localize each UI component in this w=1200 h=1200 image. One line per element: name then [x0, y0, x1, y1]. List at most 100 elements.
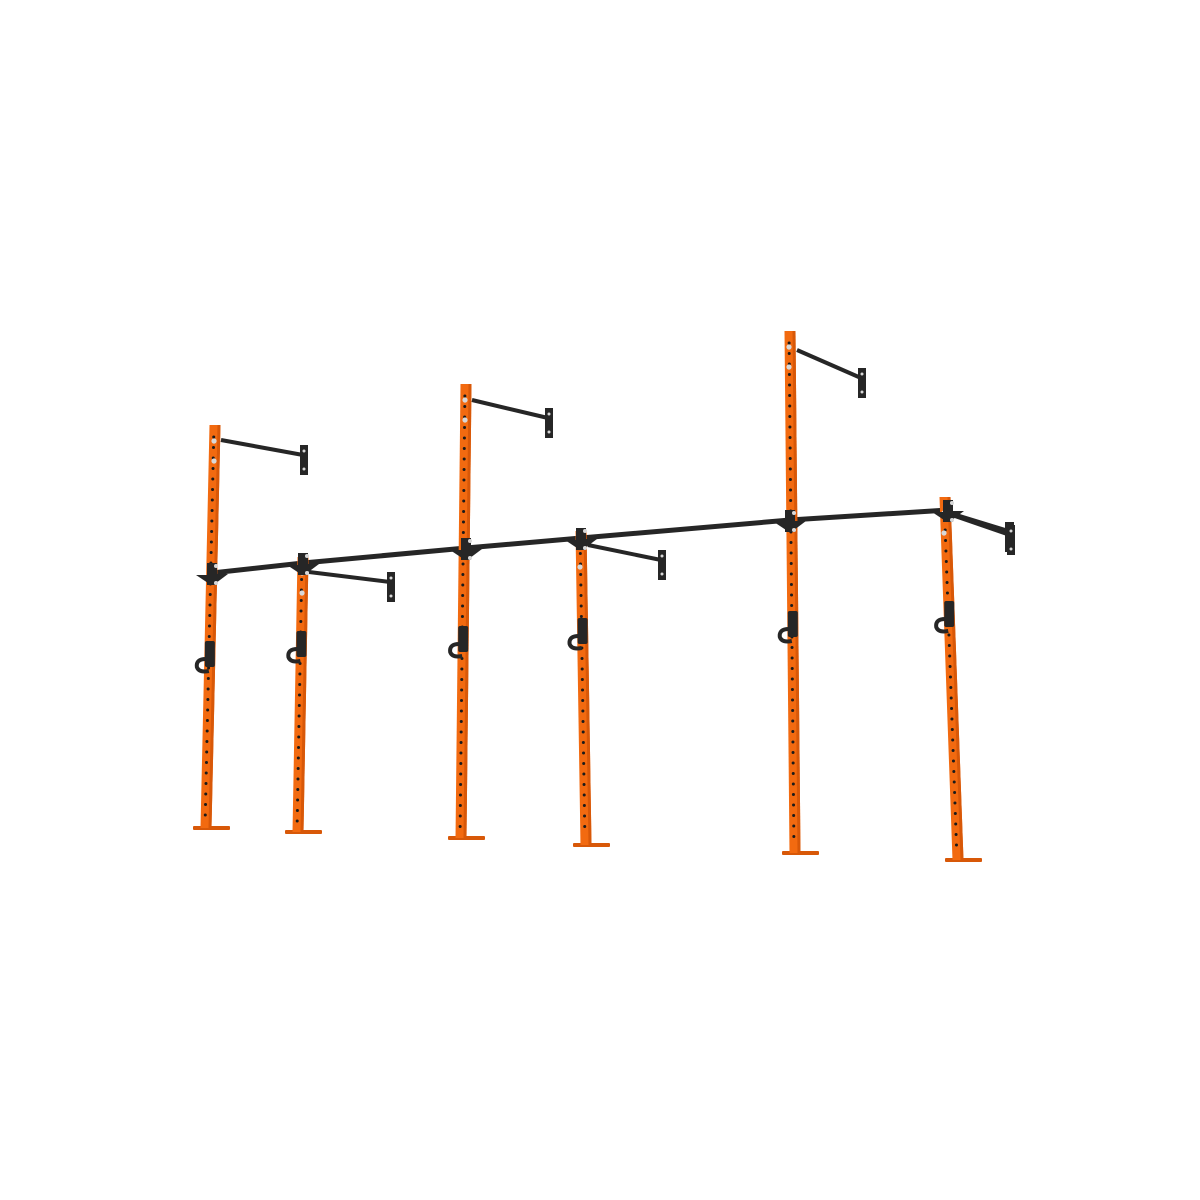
upright-hole [579, 594, 583, 597]
upright-hole [789, 551, 793, 555]
upright-hole [582, 762, 586, 765]
clamp-gusset [565, 540, 577, 548]
upright-hole [579, 583, 583, 587]
upright-hole [581, 741, 585, 744]
upright-hole [211, 467, 215, 470]
upright-hole [458, 793, 462, 797]
upright-hole [790, 593, 794, 597]
upright-hole [460, 699, 464, 702]
upright-hole [300, 578, 304, 581]
upright-hole [299, 599, 303, 602]
upright-hole [462, 499, 466, 503]
bolt [860, 390, 864, 394]
upright-hole [787, 352, 791, 355]
upright-hole [948, 675, 952, 679]
upright-1 [193, 425, 230, 830]
upright-hole [462, 457, 466, 461]
clamp-gusset [216, 574, 228, 583]
upright-hole [788, 467, 792, 471]
wall-arm [471, 398, 549, 420]
upright-hole [791, 761, 795, 765]
upright-hole [580, 678, 584, 681]
upright-hole [460, 678, 464, 681]
upright-hole [297, 714, 301, 718]
wall-arm [796, 348, 862, 380]
bar-clamp [576, 528, 586, 550]
upright-hole [462, 510, 466, 513]
bolt [583, 546, 587, 550]
upright-hole [945, 581, 949, 584]
clamp-gusset [450, 550, 462, 558]
upright-hole [206, 677, 210, 680]
upright-hole [210, 519, 214, 523]
j-hook [787, 611, 798, 637]
bolt [462, 397, 468, 403]
upright-hole [458, 804, 462, 807]
upright-hole [952, 780, 956, 784]
j-hook-lip [934, 617, 949, 634]
clamp-gusset [307, 564, 319, 573]
j-hook [296, 631, 307, 657]
bolt [660, 572, 664, 576]
upright-hole [789, 488, 793, 492]
wall-arm [951, 513, 1011, 537]
upright-side [583, 531, 592, 845]
bar-clamp [207, 563, 217, 585]
upright-hole [951, 749, 955, 752]
upright-hole [947, 644, 951, 647]
upright-hole [791, 793, 795, 796]
upright-hole [954, 822, 958, 826]
upright-hole [296, 788, 300, 791]
wall-bracket [1007, 525, 1015, 555]
clamp-gusset [470, 549, 482, 558]
upright-hole [463, 405, 467, 408]
bolt [302, 449, 306, 453]
upright-hole [297, 693, 301, 697]
wall-bracket [545, 408, 553, 438]
j-hook-lip [777, 627, 793, 644]
upright-hole [298, 672, 302, 676]
upright-side [792, 331, 801, 853]
bolt [389, 576, 393, 580]
upright-hole [789, 583, 793, 586]
upright-hole [296, 756, 300, 760]
clamp-gusset [794, 521, 806, 530]
upright-hole [458, 814, 462, 818]
upright-hole [787, 341, 791, 345]
bolt [950, 518, 954, 522]
upright-hole [204, 782, 208, 785]
clamp-gusset [952, 511, 964, 520]
clamp-gusset [196, 575, 208, 583]
upright-hole [790, 688, 794, 691]
wall-arm [587, 543, 662, 562]
upright-hole [462, 447, 466, 450]
upright-hole [792, 835, 796, 838]
upright-hole [944, 539, 948, 542]
upright-hole [208, 614, 212, 617]
upright-hole [944, 549, 948, 553]
upright-hole [790, 656, 794, 660]
upright-hole [953, 791, 957, 794]
bolt [792, 511, 796, 515]
upright-hole [297, 746, 301, 749]
upright-hole [579, 573, 583, 576]
upright-hole [208, 603, 212, 607]
pull-up-bar-tube [209, 507, 951, 576]
upright-hole [461, 531, 465, 534]
upright-hole [299, 609, 303, 613]
upright-hole [204, 803, 208, 806]
upright-hole [206, 687, 210, 691]
upright-hole [947, 633, 951, 637]
upright-hole [792, 824, 796, 828]
upright-hole [297, 725, 301, 728]
j-hook-lip [286, 647, 301, 664]
bolt [547, 430, 551, 434]
upright-hole [582, 783, 586, 786]
upright-hole [950, 717, 954, 721]
wall-arms [220, 348, 1015, 602]
upright-hole [581, 699, 585, 702]
upright-hole [459, 709, 463, 713]
bar-clamp [943, 500, 953, 522]
upright-hole [204, 792, 208, 796]
upright-hole [582, 772, 586, 776]
